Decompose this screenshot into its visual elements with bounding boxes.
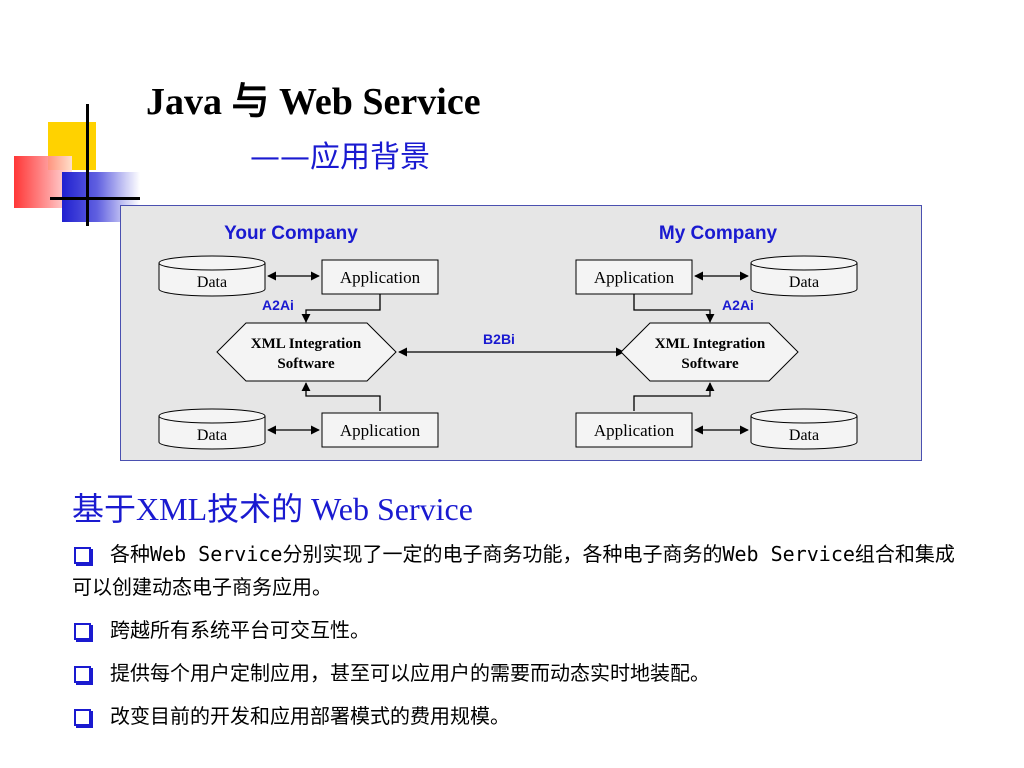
right-a2ai-label: A2Ai [722,297,754,313]
data-label: Data [789,274,819,291]
bullet-text: 改变目前的开发和应用部署模式的费用规模。 [110,704,510,728]
decor-horizontal-line [50,197,140,200]
architecture-diagram: Your Company My Company Data Application… [120,205,922,461]
bullet-text: 跨越所有系统平台可交互性。 [110,618,370,642]
bullet-text: 各种Web Service分别实现了一定的电子商务功能，各种电子商务的Web S… [72,542,955,599]
checkbox-bullet-icon [74,666,91,683]
application-label: Application [340,268,421,287]
left-xml-hexagon: XML Integration Software [216,322,397,382]
bullet-item: 跨越所有系统平台可交互性。 [72,614,972,647]
left-bottom-application-box: Application [321,412,439,448]
bullet-text: 提供每个用户定制应用，甚至可以应用户的需要而动态实时地装配。 [110,661,710,685]
data-label: Data [789,427,819,444]
decor-vertical-line [86,104,89,226]
xml-line1: XML Integration [655,336,766,352]
xml-line2: Software [681,356,739,372]
bullet-item: 提供每个用户定制应用，甚至可以应用户的需要而动态实时地装配。 [72,657,972,690]
application-label: Application [594,421,675,440]
checkbox-bullet-icon [74,623,91,640]
left-bottom-connector [301,382,381,411]
diagram-svg: Your Company My Company Data Application… [158,223,858,450]
section-heading: 基于XML技术的 Web Service [72,491,473,527]
left-company-label: Your Company [224,223,358,244]
data-label: Data [197,274,227,291]
left-top-connector [301,294,381,323]
b2bi-label: B2Bi [483,331,515,347]
bullet-item: 各种Web Service分别实现了一定的电子商务功能，各种电子商务的Web S… [72,538,972,604]
right-top-connector [633,294,715,323]
xml-line2: Software [277,356,335,372]
left-top-application-box: Application [321,259,439,295]
right-bottom-data-cylinder: Data [750,408,858,450]
left-a2ai-label: A2Ai [262,297,294,313]
application-label: Application [594,268,675,287]
checkbox-bullet-icon [74,709,91,726]
right-top-data-cylinder: Data [750,255,858,297]
data-label: Data [197,427,227,444]
right-top-application-box: Application [575,259,693,295]
xml-line1: XML Integration [251,336,362,352]
slide-subtitle: ——应用背景 [250,140,430,175]
bullet-item: 改变目前的开发和应用部署模式的费用规模。 [72,700,972,733]
right-company-label: My Company [659,223,778,244]
bullet-list: 各种Web Service分别实现了一定的电子商务功能，各种电子商务的Web S… [72,538,972,743]
checkbox-bullet-icon [74,547,91,564]
right-xml-hexagon: XML Integration Software [620,322,799,382]
slide-title: Java 与 Web Service [146,81,481,123]
left-bottom-data-cylinder: Data [158,408,266,450]
application-label: Application [340,421,421,440]
left-top-data-cylinder: Data [158,255,266,297]
right-bottom-application-box: Application [575,412,693,448]
right-bottom-connector [633,382,715,411]
